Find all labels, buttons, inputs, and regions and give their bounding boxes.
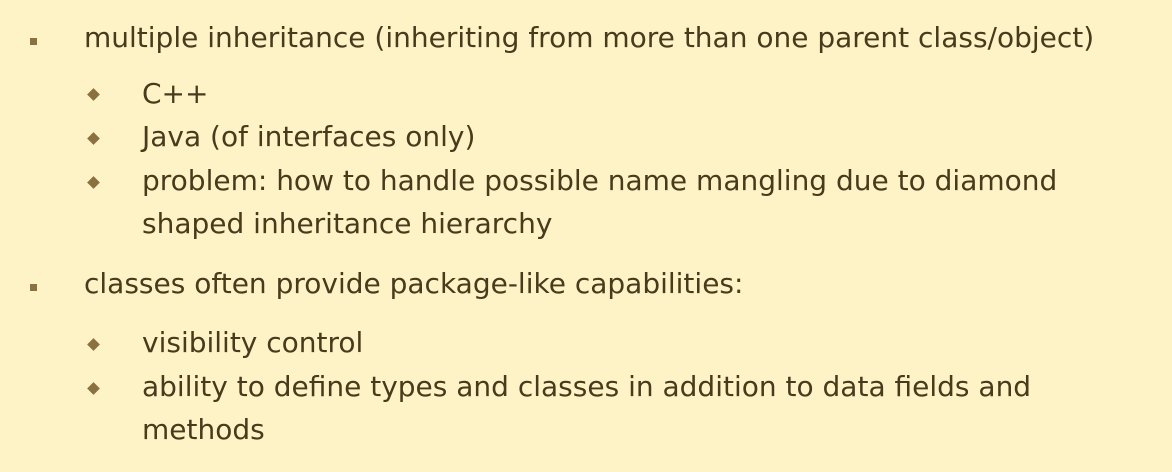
diamond-bullet-icon	[87, 88, 100, 101]
bullet-text: classes often provide package-like capab…	[84, 267, 744, 300]
diamond-bullet-icon	[87, 132, 100, 145]
sub-bullet-text-continuation: methods	[142, 413, 265, 446]
sub-bullet-text: visibility control	[142, 326, 364, 359]
bullet-text: multiple inheritance (inheriting from mo…	[84, 21, 1095, 54]
sub-bullet-text: ability to define types and classes in a…	[142, 370, 1032, 403]
diamond-bullet-icon	[87, 382, 100, 395]
sub-bullet-text: C++	[142, 77, 209, 110]
sub-bullet-text-continuation: shaped inheritance hierarchy	[142, 207, 553, 240]
sub-bullet-text: Java (of interfaces only)	[142, 120, 476, 153]
sub-bullet-text: problem: how to handle possible name man…	[142, 164, 1058, 197]
diamond-bullet-icon	[87, 338, 100, 351]
square-bullet-icon	[30, 38, 37, 45]
square-bullet-icon	[30, 284, 37, 291]
diamond-bullet-icon	[87, 176, 100, 189]
